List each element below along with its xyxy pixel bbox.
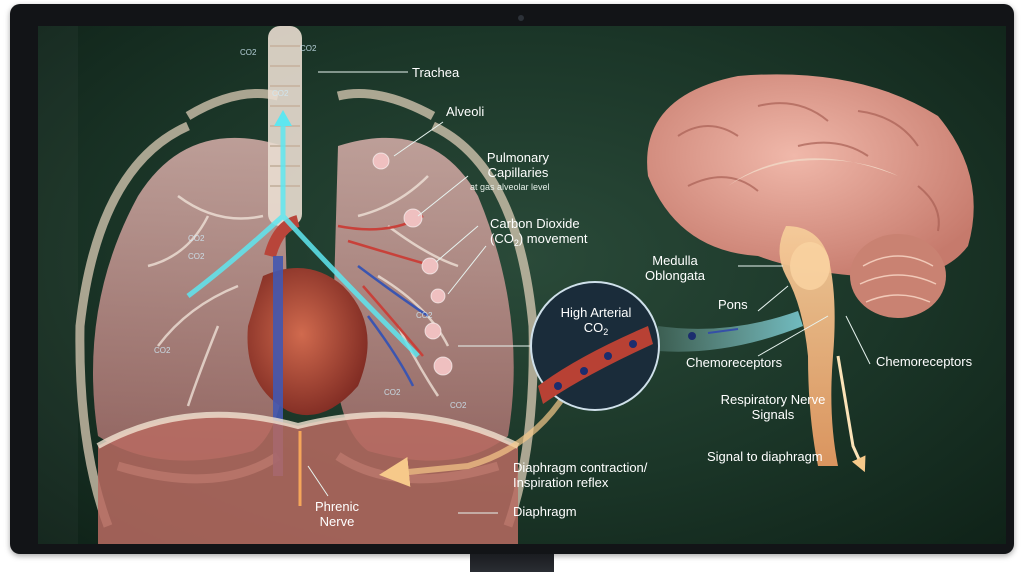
diaphragm-label: Diaphragm (513, 504, 577, 519)
right-lung (333, 137, 514, 461)
carbon-dioxide-label: Carbon Dioxide (CO2) movement (490, 216, 588, 251)
alveoli-clusters (372, 152, 453, 376)
co2-marker: CO2 (188, 234, 205, 243)
pons-label: Pons (718, 297, 748, 312)
anatomy-illustration (38, 26, 974, 544)
high-arterial-subscript: 2 (603, 327, 609, 337)
monitor-frame: CO2 CO2 CO2 CO2 CO2 CO2 CO2 CO2 CO2 Trac… (10, 4, 1014, 554)
chemoreceptors-right-label: Chemoreceptors (876, 354, 973, 369)
high-arterial-co2-label: High Arterial CO2 (549, 305, 643, 340)
alveoli-label: Alveoli (446, 104, 485, 119)
pulmonary-capillaries-label: Pulmonary Capillaries (486, 150, 550, 180)
monitor-stand (470, 554, 554, 572)
signal-to-diaphragm-label: Signal to diaphragm (707, 449, 823, 464)
screen: CO2 CO2 CO2 CO2 CO2 CO2 CO2 CO2 CO2 Trac… (38, 26, 1006, 544)
diaphragm-muscle (98, 414, 518, 544)
co2-marker: CO2 (450, 401, 467, 410)
high-arterial-text: High Arterial (560, 305, 632, 320)
carbon-dioxide-open: (CO (490, 231, 514, 246)
signal-return-arrow (379, 379, 576, 487)
phrenic-nerve-label: Phrenic Nerve (314, 499, 360, 529)
blood-to-brainstem-band (658, 311, 803, 352)
nerve-signal-path (836, 355, 866, 473)
carbon-dioxide-close: ) movement (518, 231, 588, 246)
co2-marker: CO2 (240, 48, 257, 57)
respiratory-nerve-signals-label: Respiratory Nerve Signals (720, 392, 826, 422)
trachea-label: Trachea (412, 65, 460, 80)
webcam-dot (518, 15, 524, 21)
pons (790, 242, 830, 290)
corpus-callosum (728, 158, 898, 186)
co2-marker: CO2 (384, 388, 401, 397)
cerebellum (850, 234, 946, 318)
carbon-dioxide-line1: Carbon Dioxide (490, 216, 580, 231)
chemoreceptors-left-label: Chemoreceptors (686, 355, 783, 370)
co2-marker: CO2 (188, 252, 205, 261)
co2-marker: CO2 (416, 311, 433, 320)
co2-marker: CO2 (300, 44, 317, 53)
pulmonary-capillaries-note: at gas alveolar level (470, 182, 550, 192)
screen-vignette-left (38, 26, 78, 544)
airflow-arrow (186, 116, 420, 358)
co2-marker: CO2 (154, 346, 171, 355)
co2-marker: CO2 (272, 89, 289, 98)
brain (647, 74, 974, 278)
medulla-oblongata-label: Medulla Oblongata (645, 253, 705, 283)
brainstem (779, 226, 838, 466)
diaphragm-contraction-label: Diaphragm contraction/ Inspiration refle… (513, 460, 648, 490)
high-arterial-co: CO (583, 320, 604, 335)
leader-lines (307, 71, 871, 514)
bronchial-tree (147, 175, 459, 407)
carbon-dioxide-subscript: 2 (513, 238, 519, 248)
